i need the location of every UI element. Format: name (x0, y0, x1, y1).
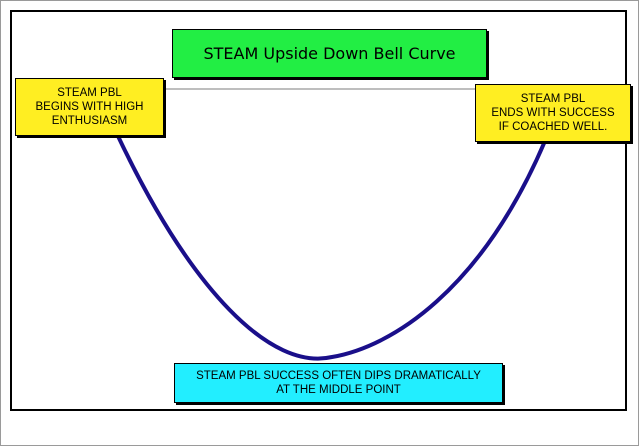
end-note-line: STEAM PBL (520, 93, 586, 105)
middle-note-line: STEAM PBL SUCCESS OFTEN DIPS DRAMATICALL… (196, 370, 481, 382)
start-note-line: STEAM PBL (57, 87, 122, 99)
middle-note-line: AT THE MIDDLE POINT (276, 384, 401, 396)
diagram-title: STEAM Upside Down Bell Curve (172, 29, 487, 78)
start-note-line: BEGINS WITH HIGH (35, 101, 144, 113)
end-note: STEAM PBL ENDS WITH SUCCESS IF COACHED W… (475, 84, 631, 142)
start-note: STEAM PBL BEGINS WITH HIGH ENTHUSIASM (15, 78, 164, 136)
end-note-line: IF COACHED WELL. (498, 121, 608, 133)
diagram-title-text: STEAM Upside Down Bell Curve (203, 44, 456, 63)
middle-note: STEAM PBL SUCCESS OFTEN DIPS DRAMATICALL… (174, 363, 503, 403)
upside-down-bell-curve (115, 132, 547, 361)
start-note-line: ENTHUSIASM (51, 115, 128, 127)
end-note-line: ENDS WITH SUCCESS (491, 107, 615, 119)
